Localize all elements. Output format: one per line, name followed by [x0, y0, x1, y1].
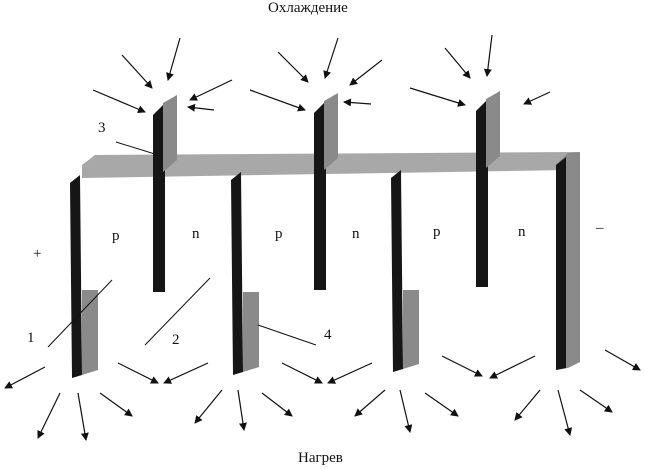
- heat-flow-arrow: [93, 90, 145, 112]
- heat-flow-arrow: [580, 390, 612, 412]
- heat-flow-arrow: [558, 390, 570, 435]
- cold-junction-plate: [163, 95, 177, 172]
- heat-flow-arrow: [5, 367, 45, 388]
- heat-flow-arrow: [38, 393, 60, 438]
- hot-junction-plate-edge: [231, 172, 243, 375]
- callout-1: 1: [27, 330, 35, 347]
- leg-label-p: p: [433, 224, 441, 241]
- minus-terminal: –: [596, 220, 604, 237]
- leg-label-p: p: [112, 228, 120, 245]
- hot-junction-plate-edge: [391, 170, 403, 372]
- heat-flow-arrow: [350, 60, 382, 85]
- heat-flow-arrow: [238, 390, 244, 430]
- heat-flow-arrow: [282, 363, 322, 383]
- cold-junction-plate: [324, 93, 338, 170]
- callout-3: 3: [98, 120, 106, 137]
- heat-flow-arrow: [524, 92, 550, 104]
- callout-2: 2: [172, 332, 180, 349]
- heat-flow-arrow: [122, 55, 152, 88]
- leg-label-n: n: [518, 224, 526, 241]
- heat-flow-arrow: [262, 393, 292, 416]
- heat-flow-arrow: [325, 38, 338, 78]
- heat-flow-arrow: [250, 90, 305, 110]
- heat-flow-arrow: [400, 390, 410, 432]
- heat-flow-arrow: [490, 356, 535, 378]
- heat-flow-arrow: [100, 393, 132, 416]
- heat-flow-arrow: [487, 35, 492, 76]
- heat-flow-arrow: [195, 390, 222, 423]
- heat-flow-arrow: [328, 363, 372, 383]
- heat-flow-arrow: [442, 356, 482, 376]
- hot-junction-plate: [243, 292, 259, 372]
- cold-junction-plate: [486, 91, 500, 168]
- heat-flow-arrow: [515, 390, 540, 420]
- callout-leader-line: [116, 142, 158, 155]
- leg-label-n: n: [352, 226, 360, 243]
- callout-4: 4: [324, 327, 332, 344]
- heat-flow-arrow: [425, 393, 458, 416]
- heat-flow-arrow: [445, 48, 470, 78]
- heat-flow-arrow: [355, 390, 385, 416]
- heat-flow-arrow: [164, 363, 208, 383]
- heat-flow-arrow: [278, 52, 308, 82]
- heat-flow-arrow: [168, 38, 180, 80]
- heat-flow-arrow: [188, 107, 214, 110]
- hot-junction-plate-edge: [70, 175, 82, 378]
- heating-label: Нагрев: [298, 450, 343, 467]
- callout-leader-line: [258, 325, 316, 345]
- heat-flow-arrow: [190, 80, 232, 100]
- heat-flow-arrow: [78, 393, 86, 440]
- leg-label-n: n: [192, 226, 200, 243]
- heat-flow-arrow: [410, 88, 465, 105]
- hot-junction-plate: [403, 290, 419, 369]
- leg-label-p: p: [275, 226, 283, 243]
- heat-flow-arrow: [605, 350, 640, 370]
- end-terminal-plate-edge: [556, 157, 566, 370]
- heat-flow-arrow: [344, 102, 371, 104]
- plus-terminal: +: [33, 246, 41, 263]
- heat-flow-arrow: [118, 363, 158, 383]
- cooling-label: Охлаждение: [268, 0, 348, 17]
